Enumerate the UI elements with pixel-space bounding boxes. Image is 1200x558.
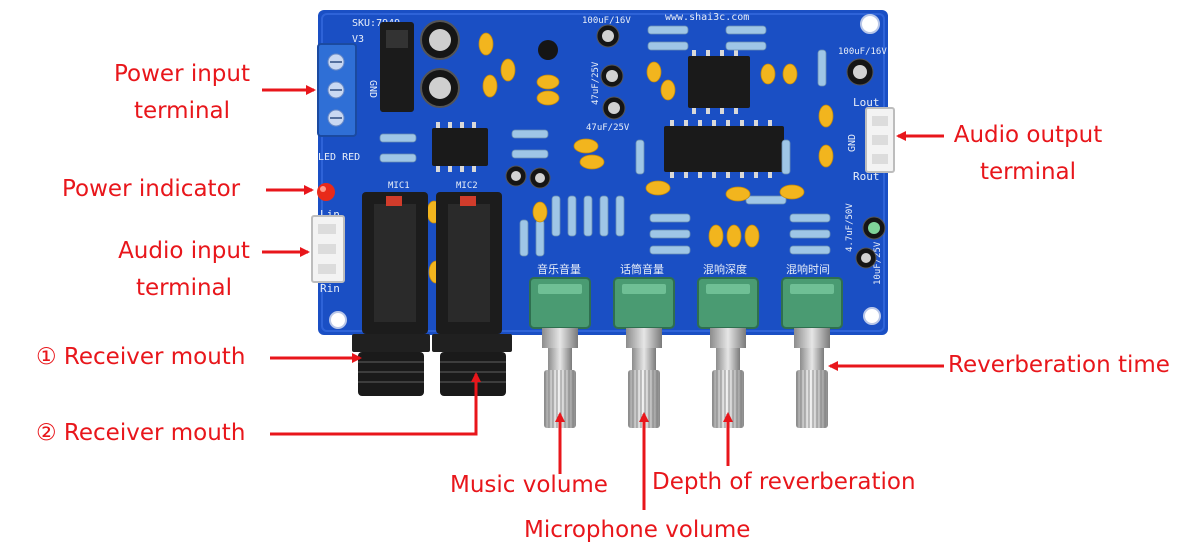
pot-label-depth: 混响深度 (703, 262, 747, 276)
label-reverb-time-text: Reverberation time (948, 352, 1170, 378)
audio-output-connector (865, 107, 895, 173)
label-power-input-line1: Power input (113, 61, 250, 87)
pot-microphone-volume[interactable] (613, 277, 675, 428)
label-audio-output-line1: Audio output (953, 122, 1103, 148)
board-gnd-label-left: GND (367, 80, 378, 98)
pot-music-volume[interactable] (529, 277, 591, 428)
pot-label-music: 音乐音量 (537, 262, 581, 276)
label-depth-reverb: Depth of reverberation (652, 464, 916, 501)
mounting-hole (863, 307, 881, 325)
label-power-input-line2: terminal (133, 98, 231, 124)
label-receiver-1-text: ① Receiver mouth (36, 344, 246, 370)
board-mic2-label: MIC2 (456, 181, 478, 191)
resistors (379, 25, 831, 257)
label-receiver-1: ① Receiver mouth (36, 339, 245, 376)
board-rout-label: Rout (853, 170, 880, 183)
board-website: www.shai3c.com (665, 12, 749, 23)
electrolytic-capacitors (420, 20, 886, 269)
mounting-hole (329, 311, 347, 329)
audio-input-connector (311, 215, 345, 283)
board-rin-label: Rin (320, 282, 340, 295)
label-power-indicator: Power indicator (62, 171, 240, 208)
board-led-label: LED RED (318, 152, 360, 163)
mic-jack-2 (432, 192, 512, 396)
label-receiver-2: ② Receiver mouth (36, 415, 245, 452)
board-gnd-label-right: GND (847, 134, 858, 152)
label-reverb-time: Reverberation time (948, 347, 1170, 384)
board-cap-right-label: 100uF/16V (838, 47, 887, 57)
label-audio-input-line2: terminal (135, 275, 233, 301)
board-lout-label: Lout (853, 96, 880, 109)
board-cap-mid2-label: 47uF/25V (591, 61, 601, 105)
board-cap-right2-label: 4.7uF/50V (845, 203, 855, 252)
power-indicator-led (317, 183, 335, 201)
ic-chips (432, 56, 784, 172)
label-music-volume: Music volume (450, 467, 608, 504)
board-cap-top-label: 100uF/16V (582, 16, 631, 26)
pot-label-time: 混响时间 (786, 263, 830, 276)
pot-label-mic: 话筒音量 (620, 262, 664, 276)
label-power-input: Power input terminal (100, 56, 264, 130)
power-input-terminal (317, 43, 357, 137)
label-microphone-volume: Microphone volume (524, 512, 750, 549)
label-receiver-2-text: ② Receiver mouth (36, 420, 246, 446)
mic-jack-1 (352, 192, 430, 396)
label-music-volume-text: Music volume (450, 472, 608, 498)
leader-arrows (262, 85, 944, 510)
label-audio-output-line2: terminal (979, 159, 1077, 185)
board-sku: SKU:7949 (352, 18, 400, 29)
ic-pins (436, 50, 772, 178)
label-microphone-volume-text: Microphone volume (524, 517, 751, 543)
pot-reverb-depth[interactable] (697, 277, 759, 428)
label-audio-input: Audio input terminal (98, 233, 270, 307)
label-power-indicator-text: Power indicator (62, 176, 241, 202)
arrow-receiver-2 (270, 372, 481, 436)
label-audio-input-line1: Audio input (118, 238, 250, 264)
board-cap-mid-label: 47uF/25V (586, 123, 630, 133)
board-version: V3 (352, 34, 364, 45)
pot-reverb-time[interactable] (781, 277, 843, 428)
mounting-hole (860, 14, 880, 34)
board-mic1-label: MIC1 (388, 181, 410, 191)
label-depth-reverb-text: Depth of reverberation (652, 469, 916, 495)
board-cap-right3-label: 10uF/25V (873, 241, 883, 285)
label-audio-output: Audio output terminal (938, 117, 1118, 191)
